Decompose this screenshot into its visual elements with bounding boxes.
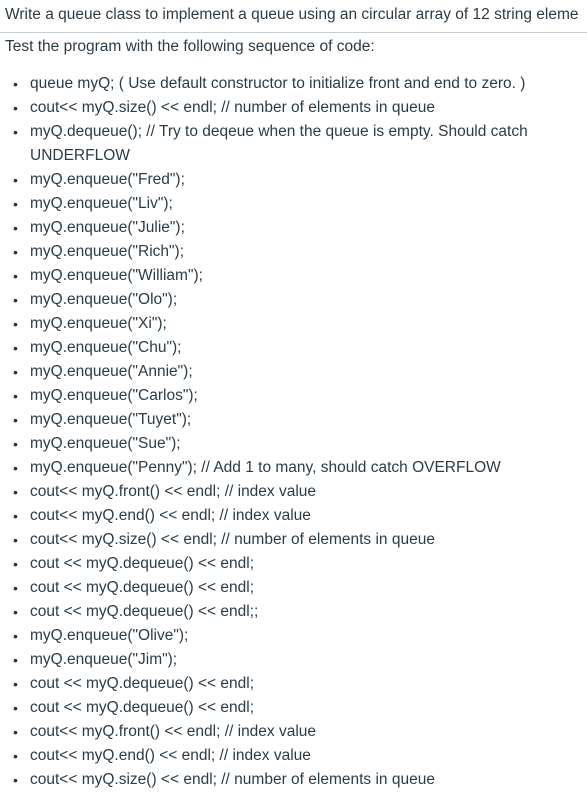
bullet-icon: • bbox=[13, 316, 18, 332]
code-line: • myQ.enqueue("Olo"); bbox=[0, 288, 587, 312]
header-divider bbox=[0, 32, 587, 33]
code-line: • myQ.enqueue("Jim"); bbox=[0, 648, 587, 672]
bullet-icon: • bbox=[13, 676, 18, 692]
code-line-text: cout<< myQ.front() << endl; // index val… bbox=[30, 483, 317, 500]
code-line: • myQ.enqueue("Julie"); bbox=[0, 216, 587, 240]
bullet-icon: • bbox=[13, 724, 18, 740]
code-line: • cout<< myQ.front() << endl; // index va… bbox=[0, 480, 587, 504]
code-line: • myQ.dequeue(); // Try to deqeue when th… bbox=[0, 120, 587, 168]
code-line-text: cout<< myQ.size() << endl; // number of … bbox=[30, 99, 435, 116]
code-line-text: cout<< myQ.end() << endl; // index value bbox=[30, 507, 311, 524]
code-line: • cout<< myQ.size() << endl; // number of… bbox=[0, 528, 587, 552]
code-sequence-list: • queue myQ; ( Use default constructor to… bbox=[0, 72, 587, 792]
code-line: • myQ.enqueue("Penny"); // Add 1 to many,… bbox=[0, 456, 587, 480]
bullet-icon: • bbox=[13, 76, 18, 92]
code-line: • myQ.enqueue("Tuyet"); bbox=[0, 408, 587, 432]
code-line-text: cout << myQ.dequeue() << endl; bbox=[30, 675, 255, 692]
bullet-icon: • bbox=[13, 292, 18, 308]
code-line-text: cout<< myQ.size() << endl; // number of … bbox=[30, 771, 435, 788]
code-line: • myQ.enqueue("Sue"); bbox=[0, 432, 587, 456]
code-line: • myQ.enqueue("Carlos"); bbox=[0, 384, 587, 408]
code-line: • cout << myQ.dequeue() << endl; bbox=[0, 696, 587, 720]
bullet-icon: • bbox=[13, 268, 18, 284]
code-line-text: myQ.enqueue("Julie"); bbox=[30, 219, 185, 236]
code-line: • myQ.enqueue("Rich"); bbox=[0, 240, 587, 264]
bullet-icon: • bbox=[13, 460, 18, 476]
bullet-icon: • bbox=[13, 364, 18, 380]
code-line-text: myQ.enqueue("Chu"); bbox=[30, 339, 182, 356]
bullet-icon: • bbox=[13, 580, 18, 596]
code-line-text: myQ.enqueue("Jim"); bbox=[30, 651, 178, 668]
code-line: • cout<< myQ.size() << endl; // number of… bbox=[0, 768, 587, 792]
bullet-icon: • bbox=[13, 556, 18, 572]
bullet-icon: • bbox=[13, 508, 18, 524]
code-line: • myQ.enqueue("Xi"); bbox=[0, 312, 587, 336]
bullet-icon: • bbox=[13, 652, 18, 668]
code-line-text: myQ.enqueue("William"); bbox=[30, 267, 203, 284]
code-line: • cout << myQ.dequeue() << endl; bbox=[0, 672, 587, 696]
code-line-text: myQ.enqueue("Fred"); bbox=[30, 171, 185, 188]
bullet-icon: • bbox=[13, 196, 18, 212]
bullet-icon: • bbox=[13, 388, 18, 404]
code-line: • myQ.enqueue("Fred"); bbox=[0, 168, 587, 192]
bullet-icon: • bbox=[13, 412, 18, 428]
bullet-icon: • bbox=[13, 700, 18, 716]
code-line-text: cout << myQ.dequeue() << endl;; bbox=[30, 603, 259, 620]
code-line: • myQ.enqueue("Annie"); bbox=[0, 360, 587, 384]
code-line-text: myQ.enqueue("Penny"); // Add 1 to many, … bbox=[30, 459, 501, 476]
code-line-text: myQ.enqueue("Rich"); bbox=[30, 243, 185, 260]
code-line: • myQ.enqueue("Olive"); bbox=[0, 624, 587, 648]
code-line: • cout << myQ.dequeue() << endl;; bbox=[0, 600, 587, 624]
code-line: • cout<< myQ.end() << endl; // index valu… bbox=[0, 504, 587, 528]
bullet-icon: • bbox=[13, 436, 18, 452]
code-line-text: cout << myQ.dequeue() << endl; bbox=[30, 555, 255, 572]
code-line: • cout << myQ.dequeue() << endl; bbox=[0, 576, 587, 600]
bullet-icon: • bbox=[13, 100, 18, 116]
code-line-text: cout << myQ.dequeue() << endl; bbox=[30, 579, 255, 596]
question-header: Write a queue class to implement a queue… bbox=[0, 0, 587, 33]
code-line: • queue myQ; ( Use default constructor to… bbox=[0, 72, 587, 96]
code-line-text: queue myQ; ( Use default constructor to … bbox=[30, 75, 526, 92]
bullet-icon: • bbox=[13, 172, 18, 188]
question-title: Write a queue class to implement a queue… bbox=[5, 6, 579, 23]
code-line-text: myQ.enqueue("Sue"); bbox=[30, 435, 181, 452]
bullet-icon: • bbox=[13, 244, 18, 260]
code-line-text: cout<< myQ.front() << endl; // index val… bbox=[30, 723, 317, 740]
bullet-icon: • bbox=[13, 124, 18, 140]
code-line-text: myQ.enqueue("Olo"); bbox=[30, 291, 178, 308]
code-line-text: myQ.dequeue(); // Try to deqeue when the… bbox=[30, 123, 528, 164]
intro-text: Test the program with the following sequ… bbox=[5, 38, 375, 55]
bullet-icon: • bbox=[13, 748, 18, 764]
code-line-text: myQ.enqueue("Xi"); bbox=[30, 315, 167, 332]
bullet-icon: • bbox=[13, 628, 18, 644]
bullet-icon: • bbox=[13, 484, 18, 500]
code-line-text: cout<< myQ.size() << endl; // number of … bbox=[30, 531, 435, 548]
code-line: • myQ.enqueue("William"); bbox=[0, 264, 587, 288]
code-line: • myQ.enqueue("Liv"); bbox=[0, 192, 587, 216]
code-line: • cout<< myQ.size() << endl; // number of… bbox=[0, 96, 587, 120]
code-line-text: myQ.enqueue("Olive"); bbox=[30, 627, 189, 644]
code-line-text: myQ.enqueue("Annie"); bbox=[30, 363, 193, 380]
code-line-text: myQ.enqueue("Carlos"); bbox=[30, 387, 198, 404]
code-line-text: cout<< myQ.end() << endl; // index value bbox=[30, 747, 311, 764]
bullet-icon: • bbox=[13, 340, 18, 356]
bullet-icon: • bbox=[13, 532, 18, 548]
code-line: • cout << myQ.dequeue() << endl; bbox=[0, 552, 587, 576]
code-line: • cout<< myQ.end() << endl; // index valu… bbox=[0, 744, 587, 768]
bullet-icon: • bbox=[13, 772, 18, 788]
code-line-text: myQ.enqueue("Tuyet"); bbox=[30, 411, 192, 428]
code-line-text: myQ.enqueue("Liv"); bbox=[30, 195, 173, 212]
bullet-icon: • bbox=[13, 220, 18, 236]
code-line: • myQ.enqueue("Chu"); bbox=[0, 336, 587, 360]
code-line: • cout<< myQ.front() << endl; // index va… bbox=[0, 720, 587, 744]
code-line-text: cout << myQ.dequeue() << endl; bbox=[30, 699, 255, 716]
bullet-icon: • bbox=[13, 604, 18, 620]
